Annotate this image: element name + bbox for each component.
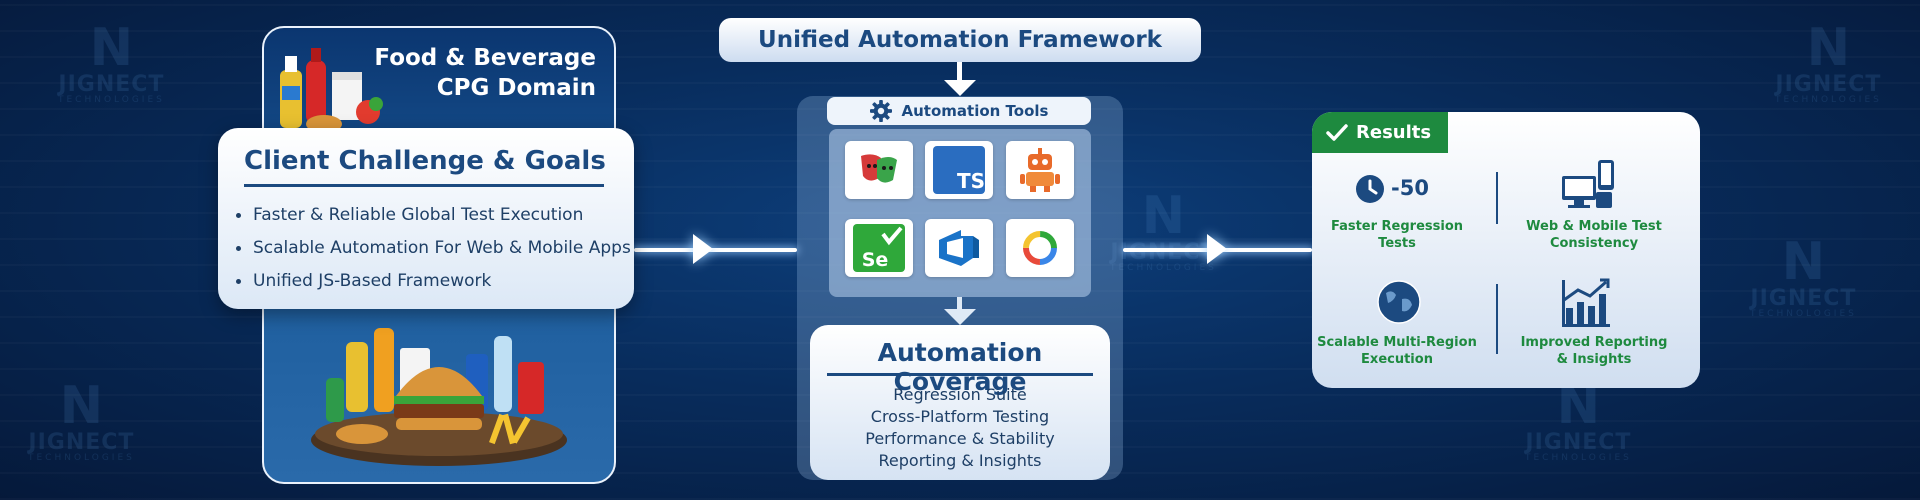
connector-line-left [634,248,797,252]
coverage-list: Regression Suite Cross-Platform Testing … [810,384,1110,472]
food-tray-icon [311,328,567,466]
title-underline [827,373,1093,376]
gear-icon [869,100,892,122]
list-item: Unified JS-Based Framework [230,265,631,298]
checkmark-icon [1326,123,1348,141]
tools-title: Automation Tools [901,102,1049,120]
coverage-title: Automation Coverage [877,338,1043,396]
automation-coverage-card: Automation Coverage Regression Suite Cro… [810,325,1110,480]
arrow-down-icon [944,309,976,325]
azure-devops-icon [939,230,979,266]
list-item: Cross-Platform Testing [870,407,1050,426]
tools-header: Automation Tools [827,97,1091,125]
tool-tile [1006,141,1074,199]
appium-robot-icon [1020,148,1060,192]
playwright-icon [861,154,897,183]
arrow-right-icon [1207,234,1227,264]
results-card [1312,112,1700,388]
list-item: Performance & Stability [865,429,1055,448]
challenge-list: Faster & Reliable Global Test Execution … [230,199,631,298]
results-divider [1496,172,1498,224]
selenium-icon: Se [853,224,905,272]
list-item: Regression Suite [893,385,1027,404]
tool-tile: TS [925,141,993,199]
framework-banner: Unified Automation Framework [719,18,1201,62]
domain-title: Food & Beverage CPG Domain [374,45,596,101]
arrow-right-icon [693,234,713,264]
list-item: Faster & Reliable Global Test Execution [230,199,631,232]
arrow-down-icon [944,80,976,96]
clock-icon [1356,175,1384,203]
metric-label: Improved Reporting& Insights [1520,335,1668,367]
tool-tile [1006,219,1074,277]
metric-value: -50 [1391,176,1429,200]
list-item: Reporting & Insights [878,451,1042,470]
svg-text:Se: Se [862,249,889,271]
challenge-title: Client Challenge & Goals [244,146,606,176]
results-tab: Results [1312,112,1448,153]
typescript-icon: TS [933,146,985,194]
tool-tile: Se [845,219,913,277]
results-divider [1496,284,1498,354]
connector-stem [957,62,962,82]
list-item: Scalable Automation For Web & Mobile App… [230,232,631,265]
bar-chart-icon [1562,278,1610,327]
tool-tile [925,219,993,277]
looker-chart-icon [1023,231,1057,265]
beverage-bottles-icon [280,48,383,132]
globe-icon [1377,280,1421,324]
client-challenge-card: Client Challenge & Goals Faster & Reliab… [218,128,634,309]
results-title: Results [1356,122,1432,143]
devices-icon [1562,160,1614,208]
title-underline [244,184,604,187]
tool-tile [845,141,913,199]
svg-text:TS: TS [957,169,985,193]
domain-card: Food & Beverage CPG Domain [262,26,616,484]
connector-stem [957,297,962,311]
